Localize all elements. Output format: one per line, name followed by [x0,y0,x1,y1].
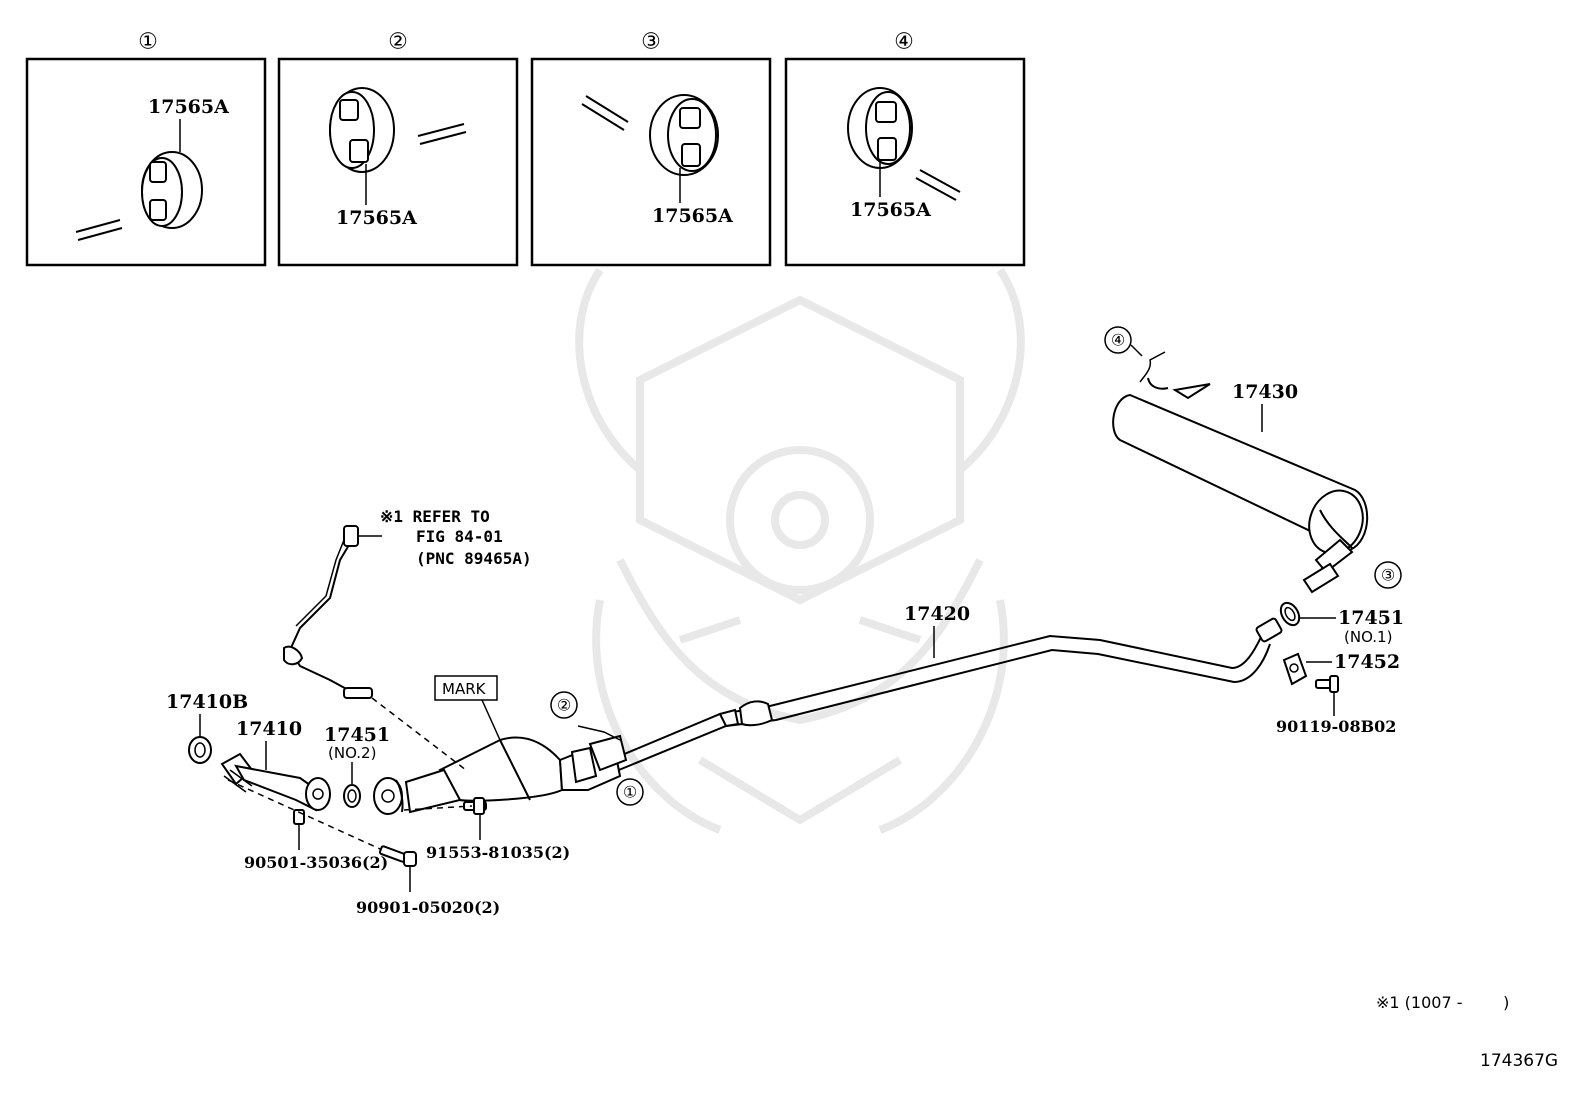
detail-view-1-frame [25,57,267,267]
hanger-rod-icon [915,169,961,201]
part-17410b-label: 17410B [166,691,248,713]
part-90119-label: 90119-08B02 [1276,717,1396,736]
bolt-90119 [1315,675,1339,693]
part-17451-no1-sub: (NO.1) [1344,628,1392,646]
svg-text:①: ① [623,783,637,802]
hanger-rod-icon [75,219,123,241]
rubber-hanger-icon [329,87,395,173]
callout-2: ② [550,691,621,741]
part-17420-label: 17420 [904,603,970,625]
detail-view-4-frame [784,57,1026,267]
detail-view-3-part-label: 17565A [652,205,733,227]
catalytic-converter [404,734,628,814]
mark-label-box: MARK [434,675,501,741]
part-17451-no2-sub: (NO.2) [328,744,376,762]
watermark-emblem [575,267,1025,834]
note-line-2: FIG 84-01 [416,527,503,546]
rear-muffler [1112,351,1369,594]
part-90901-label: 90901-05020(2) [356,898,500,917]
part-17451-no2-label: 17451 [324,724,390,746]
callout-3: ③ [1374,561,1402,589]
clamp-17452 [1282,652,1308,686]
svg-text:②: ② [557,696,571,715]
svg-text:③: ③ [1381,566,1395,585]
hanger-rod-icon [417,123,467,145]
callout-4: ④ [1104,326,1143,357]
detail-view-3-index: ③ [641,30,661,55]
detail-view-3: ③ 17565A [530,30,772,267]
detail-view-2-part-label: 17565A [336,207,417,229]
part-90501-label: 90501-35036(2) [244,853,388,872]
part-17410-label: 17410 [236,718,302,740]
detail-view-4-index: ④ [894,30,914,55]
front-pipe-17410 [220,752,331,812]
rubber-hanger-icon [649,94,719,176]
detail-view-2-index: ② [388,30,408,55]
gasket-no1 [1279,601,1301,627]
part-91553-label: 91553-81035(2) [426,843,570,862]
detail-view-2-frame [277,57,519,267]
part-17451-no1-label: 17451 [1338,607,1404,629]
detail-view-4-part-label: 17565A [850,199,931,221]
gasket-17410b [188,736,212,764]
gasket-no2 [343,784,361,808]
detail-view-2: ② 17565A [277,30,519,267]
figure-id: 174367G [1480,1051,1558,1071]
detail-view-1-index: ① [138,30,158,55]
detail-view-3-frame [530,57,772,267]
rubber-hanger-icon [847,87,913,169]
front-flange [373,777,404,815]
center-exhaust-pipe [609,617,1283,773]
detail-view-4: ④ 17565A [784,30,1026,267]
part-17430-label: 17430 [1232,381,1298,403]
detail-view-1-part-label: 17565A [148,96,229,118]
callout-1: ① [616,778,644,806]
note-line-1: ※1 REFER TO [380,507,490,526]
mark-label: MARK [442,680,487,698]
hanger-rod-icon [581,95,629,131]
bolt-90901 [378,845,417,867]
rubber-hanger-icon [141,151,203,229]
svg-text:④: ④ [1111,331,1125,350]
part-17452-label: 17452 [1334,651,1400,673]
note-line-3: (PNC 89465A) [416,549,532,568]
oxygen-sensor [283,525,373,699]
footnote: ※1 (1007 - ) [1376,993,1509,1012]
detail-view-1: ① 17565A [25,30,267,267]
